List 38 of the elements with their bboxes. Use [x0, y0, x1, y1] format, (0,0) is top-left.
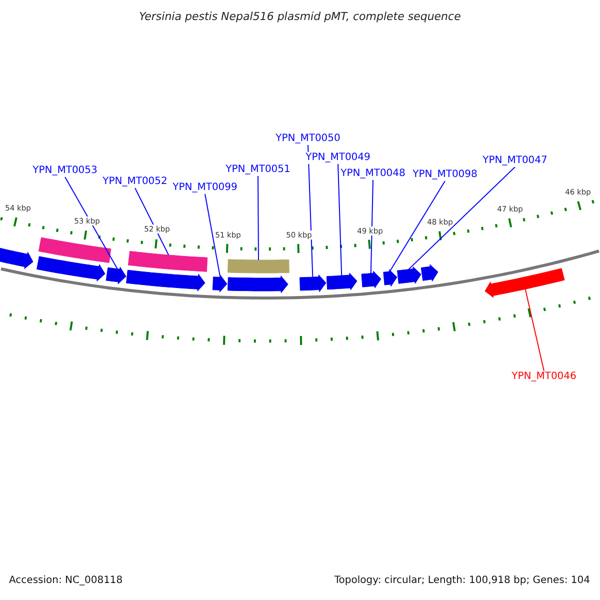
- gene-label: YPN_MT0048: [340, 168, 406, 180]
- gene-label: YPN_MT0046: [512, 371, 576, 383]
- gene-label: YPN_MT0099: [172, 182, 238, 194]
- gene-feature: [36, 256, 106, 282]
- leader-line: [64, 176, 118, 270]
- gene-feature: [300, 274, 326, 292]
- gene-label: YPN_MT0052: [102, 176, 168, 188]
- gene-label: YPN_MT0098: [412, 169, 478, 181]
- gene-feature: [38, 237, 112, 263]
- gene-feature: [0, 246, 34, 270]
- footer-text: Topology: circular; Length: 100,918 bp; Genes: 104: [334, 575, 590, 586]
- gene-label: YPN_MT0049: [306, 152, 370, 164]
- leader-line: [258, 176, 259, 260]
- gene-feature: [128, 250, 208, 272]
- leader-line: [389, 180, 446, 272]
- footer-text: Accession: NC_008118: [9, 575, 123, 586]
- gene-feature: [228, 276, 288, 294]
- leader-line: [204, 194, 221, 278]
- gene-feature: [106, 266, 126, 284]
- gene-feature: [420, 264, 438, 282]
- gene-feature: [326, 272, 358, 290]
- gene-feature: [383, 269, 398, 287]
- gene-feature: [397, 266, 422, 284]
- gene-label: YPN_MT0053: [32, 165, 98, 177]
- leader-line: [338, 164, 342, 276]
- leader-line: [408, 166, 516, 270]
- gene-feature: [212, 274, 228, 292]
- gene-label: YPN_MT0051: [226, 164, 290, 176]
- title: Yersinia pestis Nepal516 plasmid pMT, complete sequence: [138, 10, 462, 23]
- leader-line: [370, 180, 374, 274]
- gene-label: YPN_MT0047: [482, 155, 548, 167]
- leader-line: [134, 188, 170, 256]
- leader-line: [524, 288, 544, 372]
- gene-label: YPN_MT0050: [276, 133, 340, 145]
- gene-feature: [126, 270, 206, 292]
- gene-feature: [361, 270, 382, 288]
- gene-feature: [228, 259, 290, 274]
- gene-feature: [484, 268, 565, 298]
